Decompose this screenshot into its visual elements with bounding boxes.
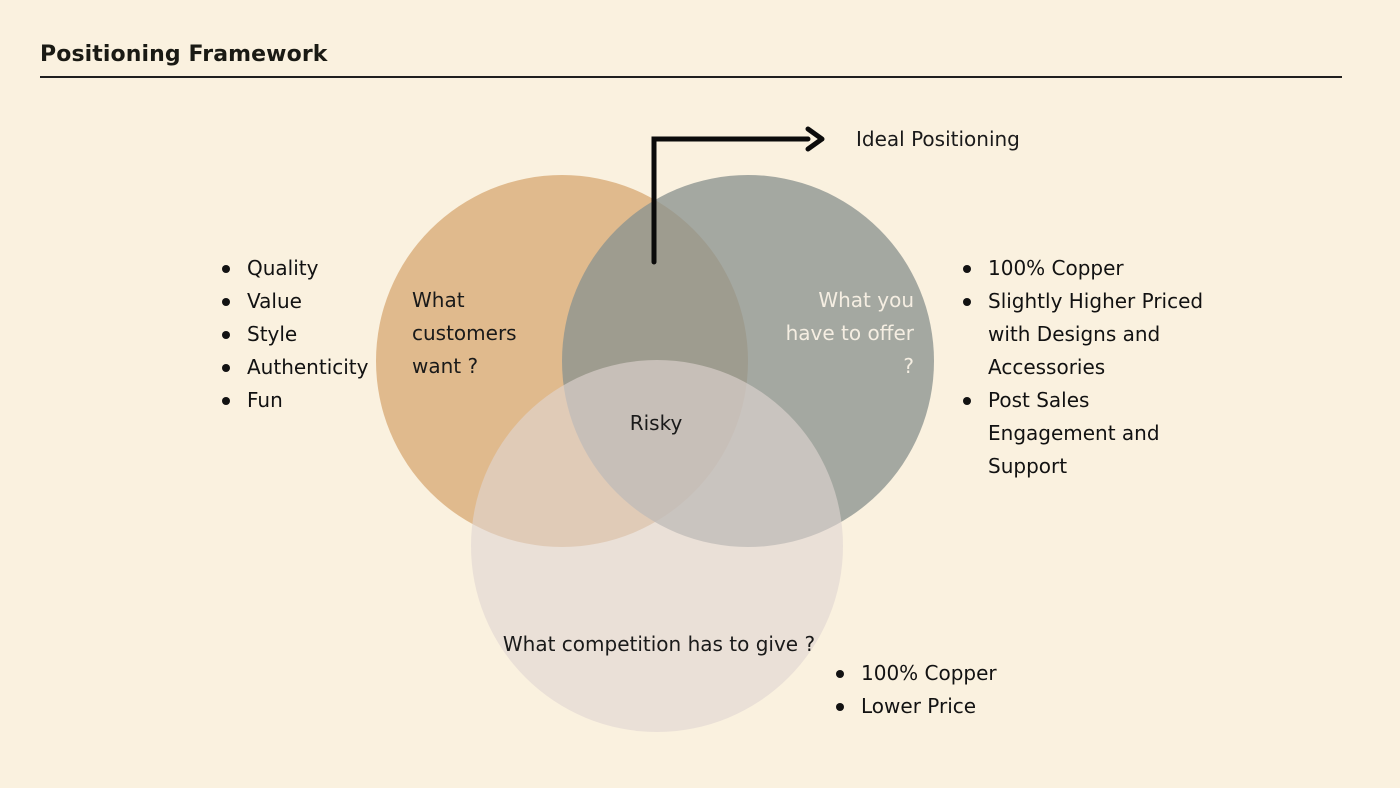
list-item: 100% Copper — [836, 657, 1056, 690]
ideal-positioning-arrow — [651, 126, 825, 265]
circle-offer-label: What you have to offer ? — [785, 288, 914, 378]
circle-competition-label: What competition has to give ? — [502, 632, 816, 656]
list-item: Lower Price — [836, 690, 1056, 723]
page-title: Positioning Framework — [40, 42, 328, 67]
ideal-positioning-label: Ideal Positioning — [856, 127, 1020, 151]
customers-wants-list: Quality Value Style Authenticity Fun — [222, 252, 372, 417]
list-item: Slightly Higher Priced with Designs and … — [963, 285, 1223, 384]
offer-list: 100% Copper Slightly Higher Priced with … — [963, 252, 1223, 483]
circle-competition — [471, 360, 843, 732]
list-item: Value — [222, 285, 372, 318]
circle-customers-label: What customers want ? — [412, 288, 517, 378]
list-item: 100% Copper — [963, 252, 1223, 285]
list-item: Post Sales Engagement and Support — [963, 384, 1223, 483]
list-item: Quality — [222, 252, 372, 285]
competition-list: 100% Copper Lower Price — [836, 657, 1056, 723]
overlap-label: Risky — [629, 411, 683, 435]
list-item: Style — [222, 318, 372, 351]
title-divider — [40, 76, 1342, 78]
list-item: Authenticity — [222, 351, 372, 384]
list-item: Fun — [222, 384, 372, 417]
